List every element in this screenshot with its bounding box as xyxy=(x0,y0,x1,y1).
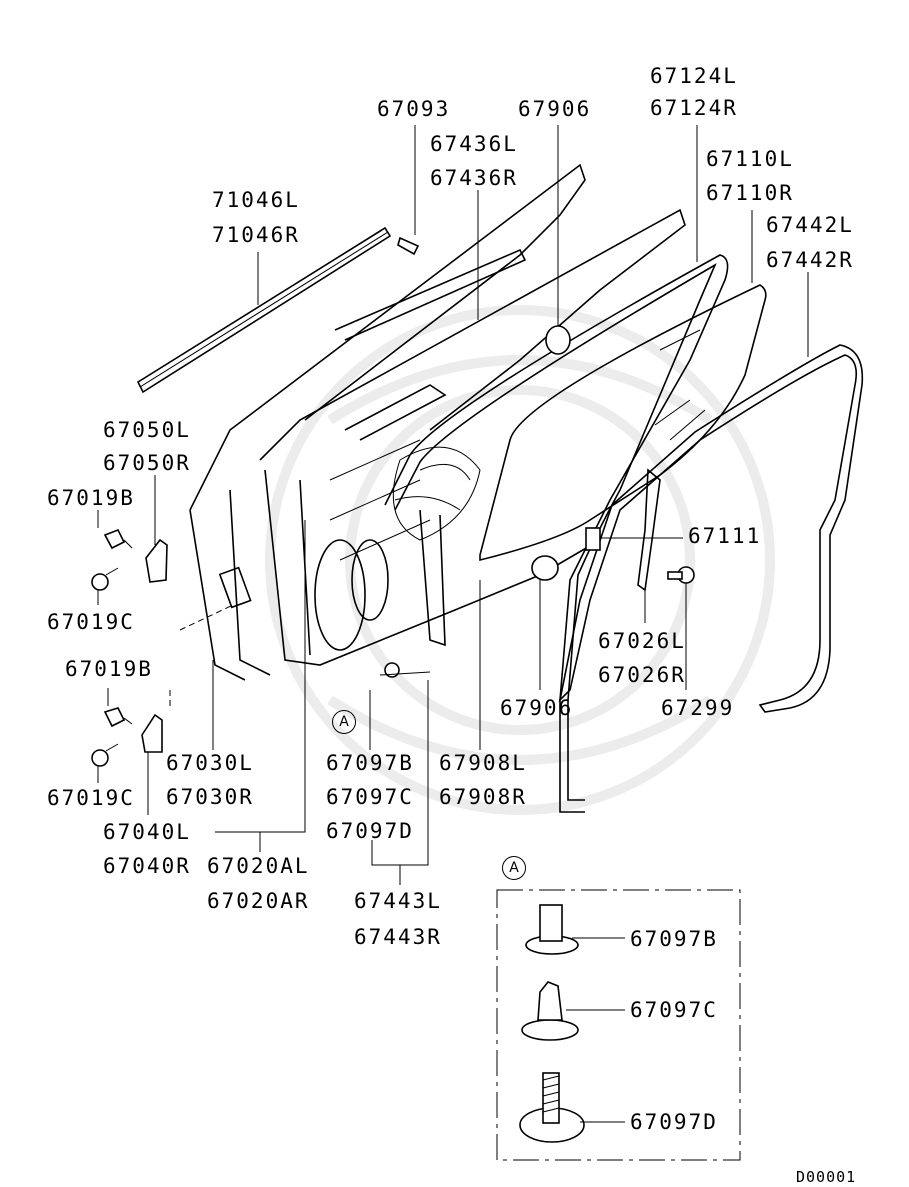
detail-box-a xyxy=(496,889,741,1161)
label-67442L: 67442L xyxy=(766,213,854,237)
label-67436R: 67436R xyxy=(430,166,518,190)
label-67019C-lower: 67019C xyxy=(47,786,135,810)
label-71046L: 71046L xyxy=(212,188,300,212)
diagram-code: D00001 xyxy=(796,1168,857,1186)
label-67020AR: 67020AR xyxy=(207,889,310,913)
leader-67020A xyxy=(215,520,306,833)
clip-location-marker xyxy=(379,662,431,678)
label-67040R: 67040R xyxy=(103,854,191,878)
label-67019B-lower: 67019B xyxy=(65,657,153,681)
label-67050L: 67050L xyxy=(103,418,191,442)
bracket-67111 xyxy=(585,527,683,551)
belt-molding-part xyxy=(136,226,392,394)
label-67124L: 67124L xyxy=(650,64,738,88)
label-67442R: 67442R xyxy=(766,248,854,272)
bolt-67299 xyxy=(667,566,695,690)
bolt-67019C-upper xyxy=(91,567,119,605)
clip-67097D xyxy=(519,1072,625,1143)
stopper-rubber-bottom xyxy=(531,555,559,690)
label-67019C-upper: 67019C xyxy=(47,610,135,634)
callout-a-main: A xyxy=(332,710,356,734)
label-67026R: 67026R xyxy=(598,663,686,687)
label-67111: 67111 xyxy=(688,524,762,548)
label-67908R: 67908R xyxy=(439,785,527,809)
label-detail-67097D: 67097D xyxy=(630,1110,718,1134)
label-detail-67097B: 67097B xyxy=(630,927,718,951)
label-67097C: 67097C xyxy=(326,785,414,809)
screw-67093 xyxy=(397,125,420,256)
label-71046R: 71046R xyxy=(212,223,300,247)
clip-67097B xyxy=(525,904,625,955)
label-67019B-upper: 67019B xyxy=(47,486,135,510)
label-67020AL: 67020AL xyxy=(207,854,310,878)
label-67030R: 67030R xyxy=(166,785,254,809)
bolt-67019B-upper xyxy=(97,510,133,550)
label-67050R: 67050R xyxy=(103,451,191,475)
door-glass xyxy=(479,284,767,562)
door-weatherstrip xyxy=(558,344,864,713)
label-67443R: 67443R xyxy=(354,925,442,949)
upper-hinge xyxy=(145,475,168,583)
stopper-rubber-top xyxy=(545,125,571,355)
callout-a-detail: A xyxy=(502,856,526,880)
label-67040L: 67040L xyxy=(103,820,191,844)
label-67906-bottom: 67906 xyxy=(500,696,574,720)
bolt-67019B-lower xyxy=(103,688,133,728)
label-67436L: 67436L xyxy=(430,132,518,156)
lower-hinge xyxy=(141,713,163,815)
label-67110L: 67110L xyxy=(706,147,794,171)
label-67030L: 67030L xyxy=(166,751,254,775)
label-67026L: 67026L xyxy=(598,629,686,653)
label-67097D: 67097D xyxy=(326,819,414,843)
sash-channel xyxy=(637,468,661,623)
bolt-67019C-lower xyxy=(91,743,119,783)
label-detail-67097C: 67097C xyxy=(630,998,718,1022)
label-67908L: 67908L xyxy=(439,751,527,775)
label-67124R: 67124R xyxy=(650,96,738,120)
label-67110R: 67110R xyxy=(706,181,794,205)
clip-67097C xyxy=(521,981,625,1041)
label-67299: 67299 xyxy=(661,696,735,720)
label-67906-top: 67906 xyxy=(518,97,592,121)
label-67443L: 67443L xyxy=(354,889,442,913)
label-67093: 67093 xyxy=(377,97,451,121)
label-67097B: 67097B xyxy=(326,751,414,775)
